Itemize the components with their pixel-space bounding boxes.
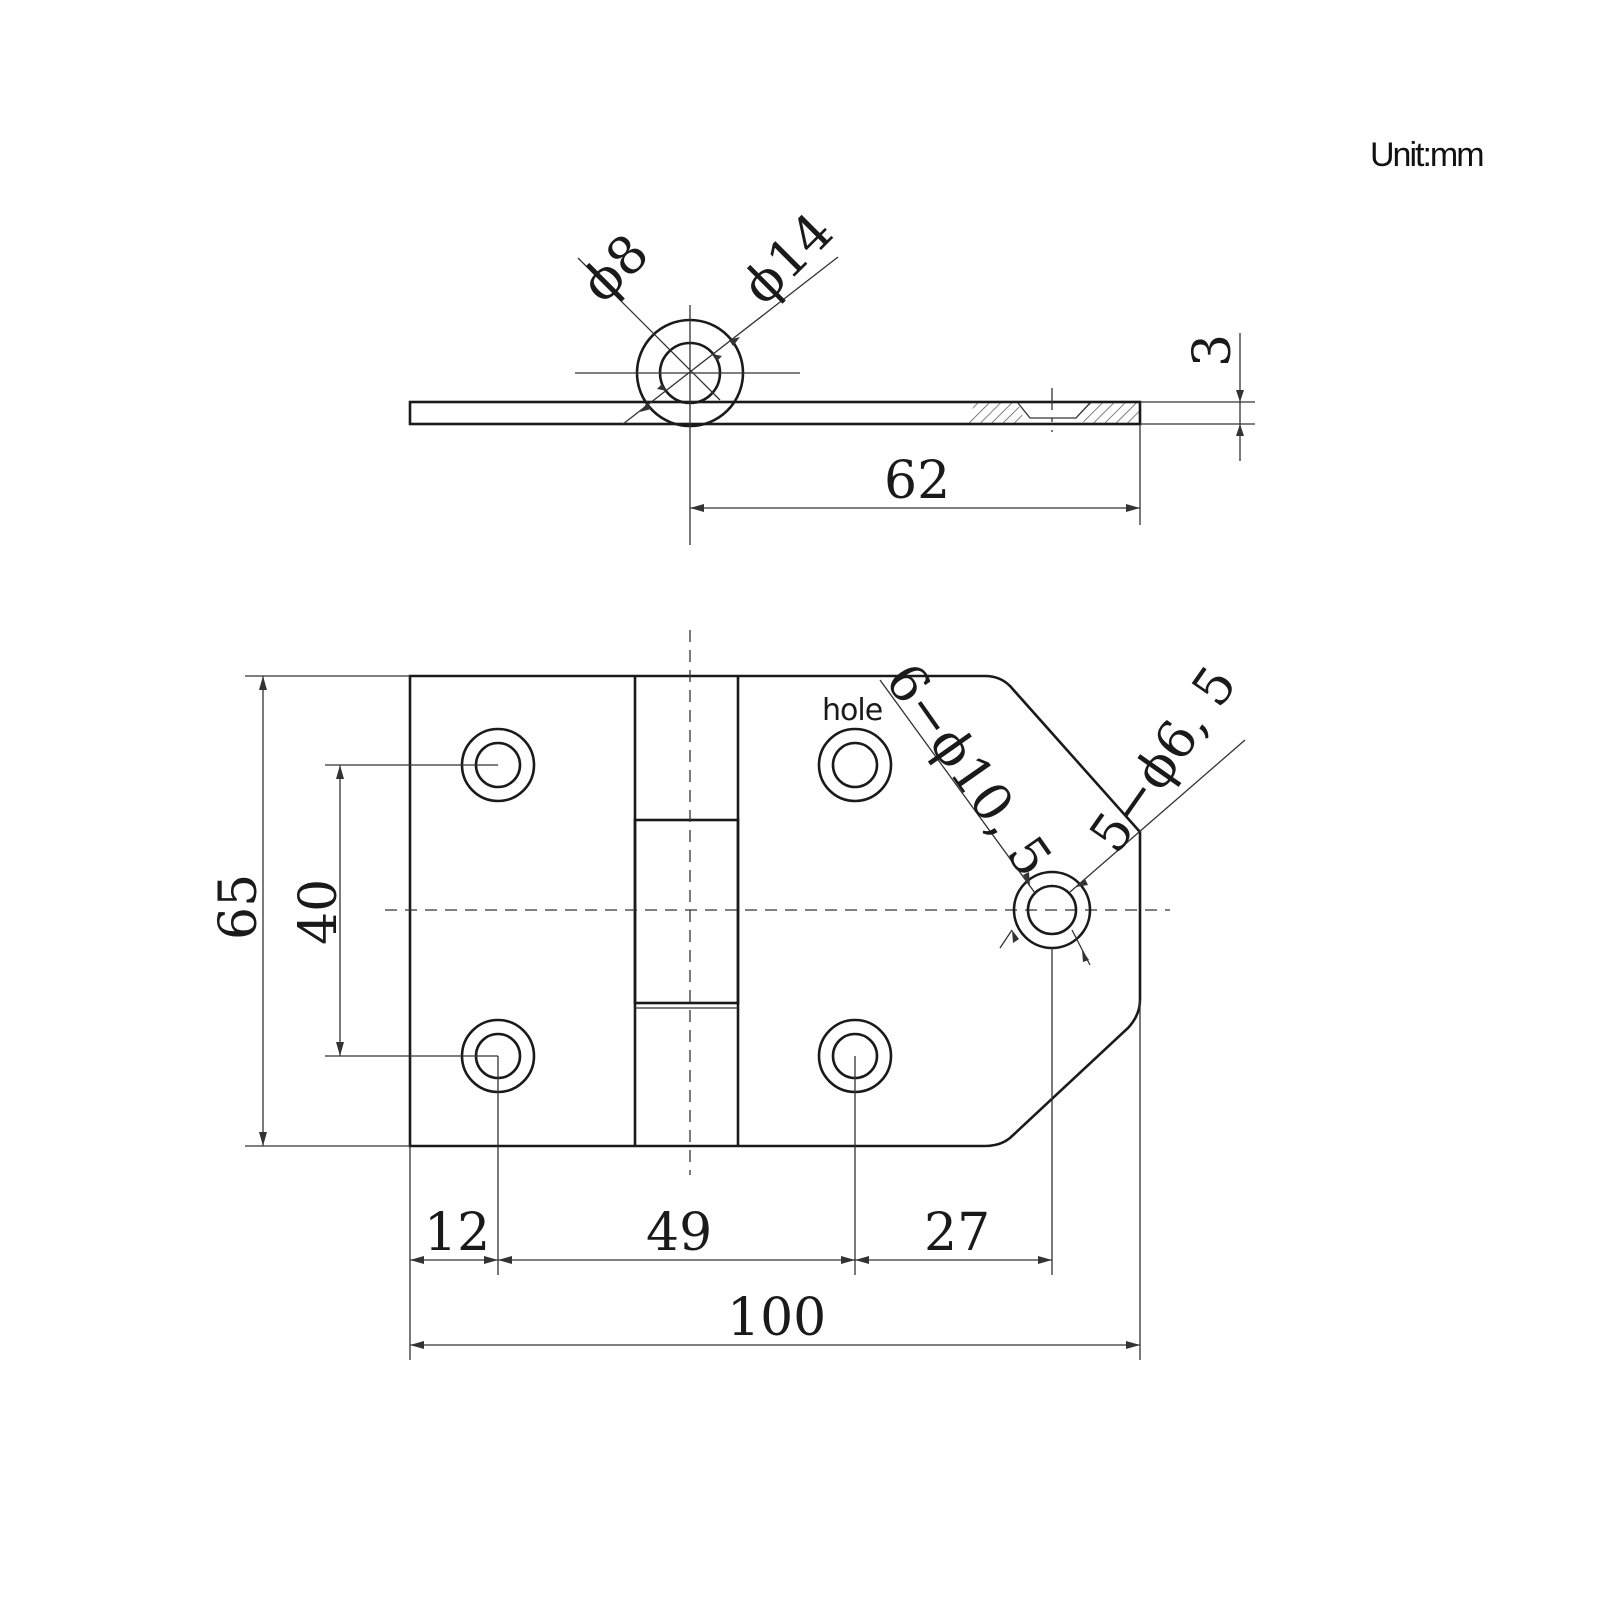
countersink-outline (1017, 402, 1091, 419)
callout-large-holes: 6−ϕ10, 5 (873, 653, 1062, 888)
knuckle-center-block (633, 818, 740, 1005)
hole-top-right (817, 727, 893, 803)
leader-large-holes (879, 679, 1036, 894)
dim-100: 100 (727, 1288, 826, 1348)
side-hatch-left (966, 403, 1025, 423)
dim-12: 12 (424, 1203, 490, 1263)
dim-40: 40 (289, 879, 349, 945)
unit-label: Unit:mm (1370, 136, 1483, 174)
side-hatch-right (1083, 403, 1139, 423)
leader-d8 (577, 257, 721, 401)
side-view: ϕ8 ϕ14 3 62 (408, 202, 1255, 545)
side-plate (408, 400, 1142, 426)
dim-65: 65 (209, 874, 269, 940)
top-view: hole 6−ϕ10, 5 5−ϕ6, 5 65 40 (209, 630, 1249, 1360)
hole-label: hole (822, 693, 882, 728)
hinge-outline (408, 674, 1142, 1148)
dim-d14: ϕ14 (731, 202, 845, 316)
dim-27: 27 (924, 1203, 990, 1263)
dim-d8: ϕ8 (570, 223, 661, 314)
dim-thickness: 3 (1183, 334, 1243, 367)
dim-49: 49 (646, 1203, 712, 1263)
leader-small-holes (1069, 739, 1246, 893)
dim-62: 62 (884, 451, 950, 511)
